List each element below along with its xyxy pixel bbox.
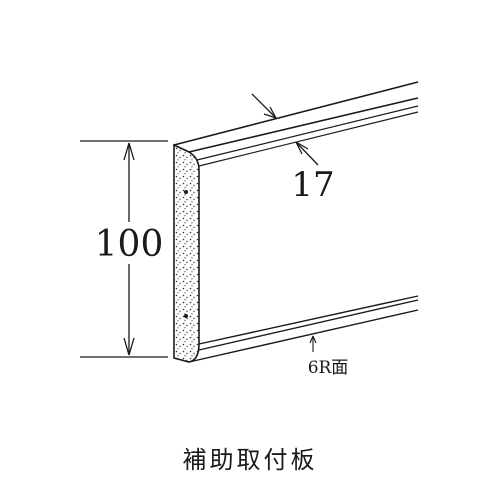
board-top-face [173,81,419,153]
edge-note-leader [309,335,317,352]
board-end-face [173,143,200,363]
thickness-dimension-label: 17 [291,165,334,205]
height-dimension-label: 100 [95,224,164,265]
end-face-hole [184,314,188,318]
end-face-hole [184,190,188,194]
board-top-chamfer [196,105,419,167]
caption-title: 補助取付板 [182,446,318,474]
board-bottom-edge [188,295,419,363]
edge-radius-note: 6R面 [308,358,349,378]
thickness-dimension [251,93,319,166]
